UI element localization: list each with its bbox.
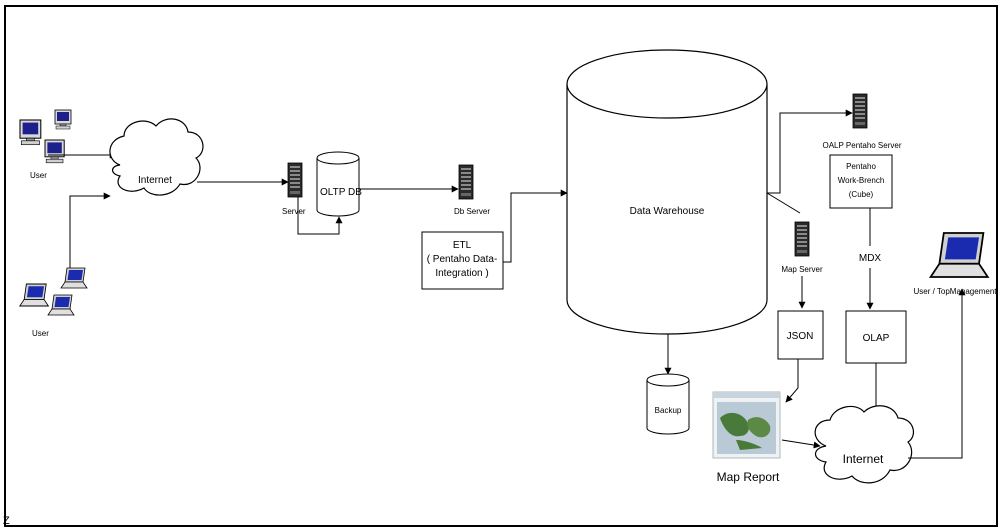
desktop-computer-icon (19, 119, 42, 146)
workbench-box (829, 154, 893, 209)
workbench-line3: (Cube) (849, 190, 874, 199)
connector-line (766, 192, 801, 214)
server-tower-icon (794, 221, 810, 257)
connector-line (908, 288, 966, 459)
data-warehouse-label: Data Warehouse (630, 206, 705, 217)
connector-line (767, 109, 853, 194)
olap-label: OLAP (863, 333, 890, 344)
mdx-label: MDX (859, 253, 882, 264)
top-management-label: User / TopManagement (913, 287, 997, 296)
user-bottom-label: User (32, 329, 49, 338)
database-cylinder-icon (316, 151, 360, 217)
json-box (777, 310, 824, 360)
cloud-icon (109, 118, 204, 196)
workbench-line2: Work-Brench (838, 176, 885, 185)
internet-right-label: Internet (843, 452, 884, 466)
olap-server-label: OALP Pentaho Server (822, 141, 901, 150)
laptop-icon (929, 231, 989, 279)
cloud-icon (814, 405, 915, 484)
etl-line1: ETL (453, 240, 472, 251)
connector-line (503, 189, 568, 263)
footer-mark: Z (3, 515, 10, 527)
json-label: JSON (787, 331, 814, 342)
server-label: Server (282, 207, 306, 216)
oltp-db-label: OLTP DB (320, 187, 362, 198)
internet-left-label: Internet (138, 175, 172, 186)
connector-line (297, 197, 343, 235)
etl-line2: ( Pentaho Data- (427, 254, 498, 265)
etl-line3: Integration ) (435, 268, 488, 279)
backup-cylinder-icon (646, 373, 690, 435)
user-desktop-group: User (19, 109, 72, 180)
laptop-icon (19, 283, 49, 307)
server-tower-icon (287, 162, 303, 198)
connector-line (69, 192, 111, 268)
map-server-label: Map Server (781, 265, 823, 274)
laptop-icon (47, 294, 75, 316)
desktop-computer-icon (44, 139, 65, 164)
server-tower-icon (852, 93, 868, 129)
etl-box (421, 231, 504, 290)
laptop-icon (60, 267, 88, 289)
workbench-line1: Pentaho (846, 162, 876, 171)
backup-label: Backup (655, 406, 682, 415)
diagram-border (4, 5, 998, 527)
connector-line (781, 439, 821, 449)
user-top-label: User (30, 171, 47, 180)
olap-box (845, 310, 907, 364)
map-thumbnail-icon (712, 391, 781, 459)
server-tower-icon (458, 164, 474, 200)
connector-line (785, 359, 799, 403)
map-report-label: Map Report (717, 470, 780, 484)
desktop-computer-icon (54, 109, 72, 130)
db-server-label: Db Server (454, 207, 490, 216)
user-laptop-group: User (19, 267, 88, 338)
data-warehouse-cylinder-icon (566, 49, 768, 335)
